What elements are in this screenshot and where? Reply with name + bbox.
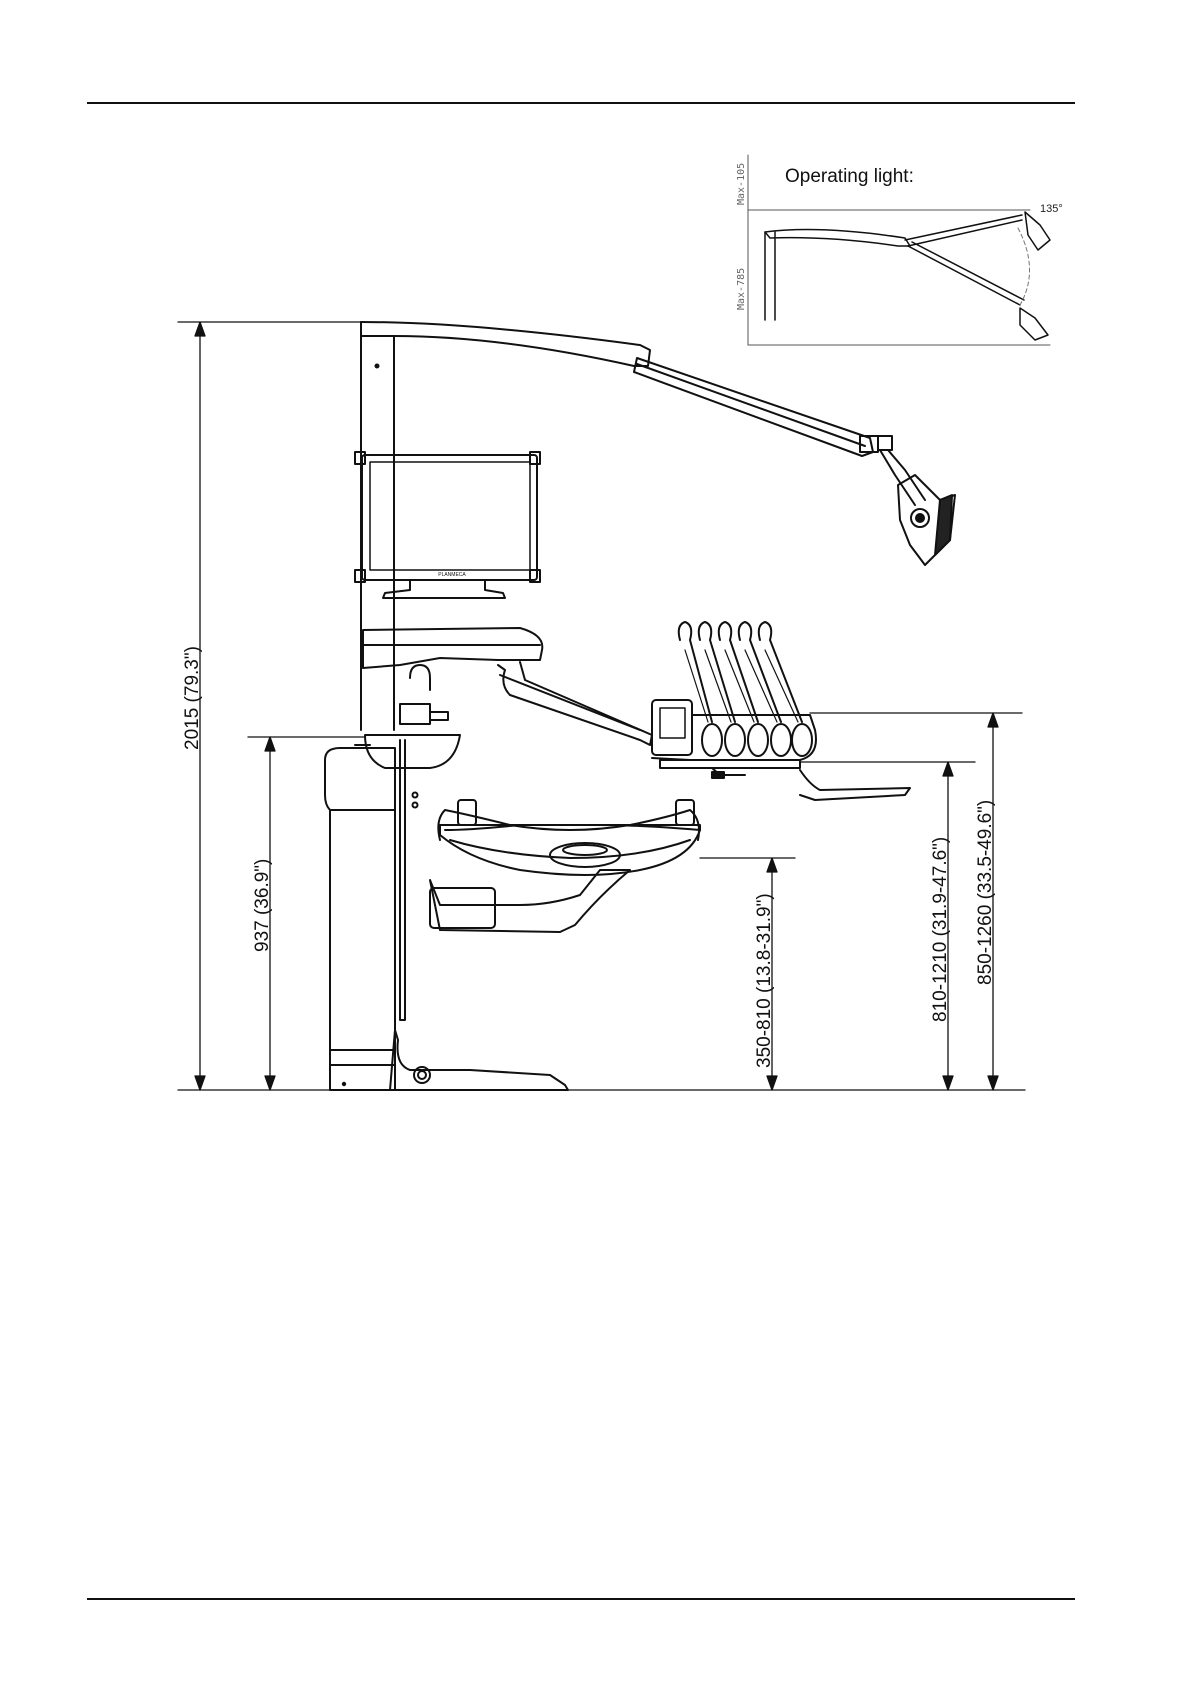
max-lower-label: Max-785 xyxy=(736,268,747,310)
delivery-arm xyxy=(363,628,652,745)
tray-height-label: 810-1210 (31.9-47.6") xyxy=(930,837,951,1022)
total-height-label: 2015 (79.3") xyxy=(182,646,203,750)
instruments xyxy=(679,622,802,722)
column-assembly xyxy=(361,322,955,730)
operating-light-inset: Operating light: Max-105 Max-785 135° xyxy=(736,155,1063,345)
instrument-height-label: 850-1260 (33.5-49.6") xyxy=(975,800,996,985)
monitor-brand: PLANMECA xyxy=(438,572,466,578)
cabinet xyxy=(325,748,418,1090)
cuspidor xyxy=(355,665,460,768)
chair-height-label: 350-810 (13.8-31.9") xyxy=(754,893,775,1068)
instrument-tray xyxy=(652,622,910,800)
max-upper-label: Max-105 xyxy=(736,163,747,205)
instrument-holders xyxy=(702,724,812,756)
patient-chair xyxy=(390,740,700,1090)
dimension-lines xyxy=(178,322,1025,1090)
angle-label: 135° xyxy=(1040,203,1063,215)
cuspidor-height-label: 937 (36.9") xyxy=(252,859,273,952)
inset-title: Operating light: xyxy=(785,166,914,187)
monitor: PLANMECA xyxy=(355,452,540,598)
